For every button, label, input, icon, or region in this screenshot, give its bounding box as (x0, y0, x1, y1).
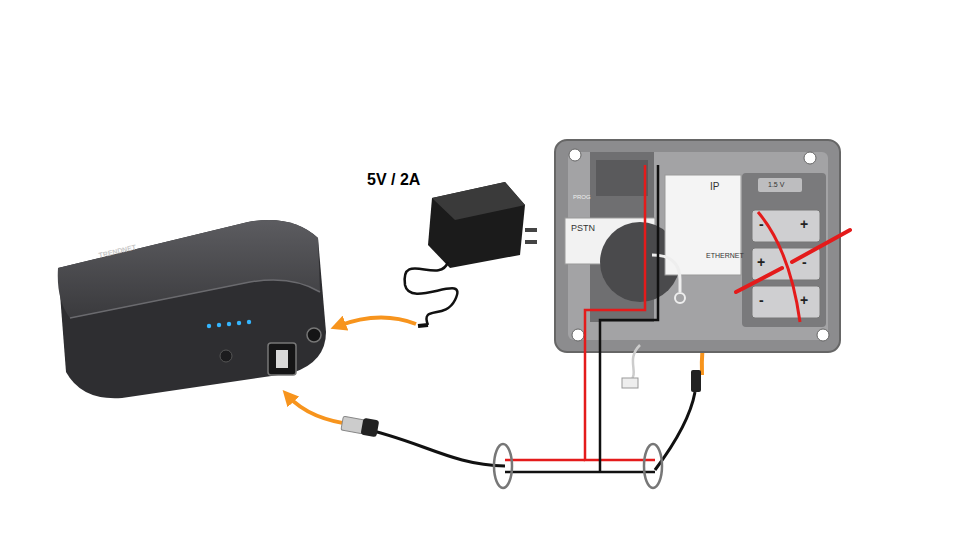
polarity-sign: + (800, 293, 808, 307)
wire-joint (644, 444, 662, 488)
wire-joint (494, 444, 512, 488)
ethernet-cable (630, 345, 640, 382)
cross-mark (758, 212, 800, 322)
button-label: PROG (573, 194, 591, 200)
black-wire (600, 165, 658, 472)
red-wire (505, 459, 585, 462)
polarity-sign: - (759, 293, 764, 307)
power-bank (58, 220, 326, 398)
ethernet-plug (622, 378, 638, 388)
polarity-sign: + (800, 217, 808, 231)
orange-arrow (338, 317, 416, 326)
rating-label: 5V / 2A (367, 172, 420, 188)
dc-plug (691, 370, 701, 392)
polarity-sign: - (759, 217, 764, 231)
red-wire (585, 165, 655, 460)
module-label: PSTN (571, 224, 595, 233)
black-wire (505, 471, 655, 474)
polarity-sign: + (757, 255, 765, 269)
power-adapter (405, 182, 537, 326)
module-label: IP (710, 182, 719, 192)
polarity-sign: - (802, 255, 807, 269)
brand-label: TRENDNET (98, 243, 137, 258)
usb-cable (341, 416, 505, 466)
battery-voltage: 1.5 V (768, 181, 784, 188)
module-label: ETHERNET (706, 252, 744, 259)
device-housing (555, 140, 840, 352)
